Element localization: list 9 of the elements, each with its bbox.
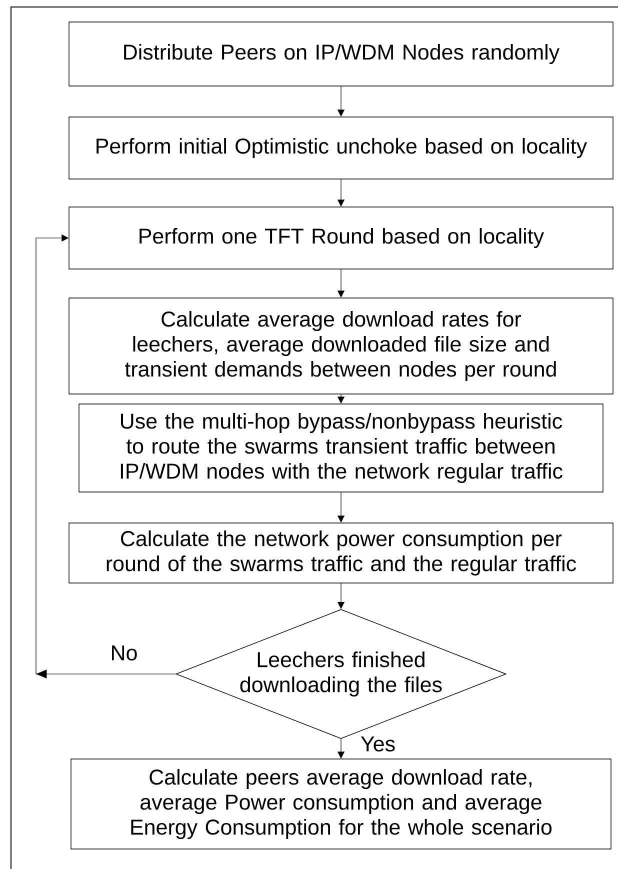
process-box: Calculate average download rates for leechers, average downloaded file size and transient demands between nodes per round [68,298,614,394]
process-box: Perform initial Optimistic unchoke based on locality [68,116,614,180]
process-box: Calculate peers average download rate, average Power consumption and average Energy Consumption for the whole scenario [70,758,612,850]
process-box: Use the multi-hop bypass/nonbypass heuristic to route the swarms transient traffic between IP/WDM nodes with the network regular traffic [78,404,604,492]
process-box: Perform one TFT Round based on locality [68,206,614,270]
process-box: Distribute Peers on IP/WDM Nodes randomly [68,22,614,86]
arrow [36,234,176,678]
edge-label: No [109,644,139,662]
process-box: Calculate the network power consumption per round of the swarms traffic and the regular traffic [68,522,614,584]
